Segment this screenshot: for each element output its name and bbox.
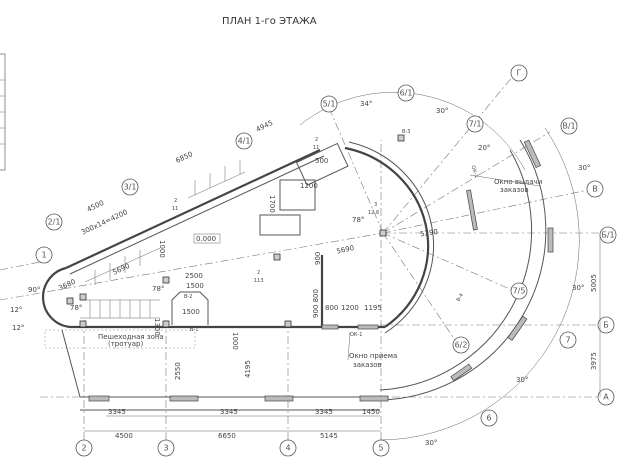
angle: 30° xyxy=(425,439,437,447)
dim: 5690 xyxy=(111,262,131,277)
dim: 2550 xyxy=(174,362,182,380)
angle: 34° xyxy=(360,100,372,108)
ok1-mark: ОК-1 xyxy=(469,165,479,179)
axis-2: 2 xyxy=(81,444,86,453)
dim: 6850 xyxy=(174,150,194,165)
dimension-labels: 4945 6850 4500 300x14=4200 3680 5690 250… xyxy=(57,119,598,440)
section-mark: 2 xyxy=(315,137,318,143)
pedestrian-zone-sublabel: (тротуар) xyxy=(108,340,143,348)
dim: 3345 xyxy=(108,408,126,416)
dim: 3345 xyxy=(315,408,333,416)
dim: 2500 xyxy=(185,272,203,280)
annotations: Пешеходная зона (тротуар) Окно выдачи за… xyxy=(44,129,542,369)
angle: 20° xyxy=(478,144,490,152)
windows xyxy=(88,139,554,402)
axis-b-1: Б/1 xyxy=(601,231,614,240)
axis-4: 4 xyxy=(285,444,290,453)
drawing-title: ПЛАН 1-го ЭТАЖА xyxy=(222,16,317,27)
angle: 30° xyxy=(578,164,590,172)
dim: 1200 xyxy=(341,304,359,312)
dim: 1450 xyxy=(362,408,380,416)
dim: 4195 xyxy=(244,360,252,378)
dim: 1200 xyxy=(300,182,318,190)
dim: 5145 xyxy=(320,432,338,440)
columns xyxy=(66,134,405,328)
dim: 5005 xyxy=(590,274,598,292)
table-fragment xyxy=(0,53,6,171)
axis-v: В xyxy=(592,185,598,194)
dim: 4500 xyxy=(86,199,106,214)
door-v1: В-1 xyxy=(190,327,198,333)
section-mark: 2 xyxy=(257,270,260,276)
axis-1: 1 xyxy=(41,251,46,260)
section-mark: 11 xyxy=(313,145,319,151)
axis-g: Г xyxy=(517,69,522,78)
axis-a: А xyxy=(603,393,609,402)
pickup-window-sublabel: заказов xyxy=(500,186,529,194)
door-v3: В-3 xyxy=(402,129,410,135)
dim: 1000 xyxy=(231,332,239,350)
dim: 1500 xyxy=(182,308,200,316)
dim: 1300 xyxy=(153,318,161,336)
stairs xyxy=(80,160,246,319)
building-walls xyxy=(41,141,434,411)
angle-labels: 34° 30° 20° 30° 30° 30° 30° 78° 78° 78° … xyxy=(10,100,590,447)
angle: 90° xyxy=(28,286,40,294)
dim: 1700 xyxy=(268,195,276,213)
angle: 30° xyxy=(572,284,584,292)
axis-markers: 1 2/1 3/1 4/1 5/1 6/1 7/1 В/1 Г В Б/1 7/… xyxy=(35,64,617,457)
axis-b: Б xyxy=(603,321,609,330)
dim: 1500 xyxy=(186,282,204,290)
axis-7-1: 7/1 xyxy=(469,120,482,129)
section-mark: 12.6 xyxy=(368,210,379,216)
axis-3-1: 3/1 xyxy=(124,183,137,192)
angle: 78° xyxy=(152,285,164,293)
dim: 900 xyxy=(314,252,322,265)
dim: 500 xyxy=(315,157,328,165)
axis-6: 6 xyxy=(486,414,491,423)
dim: 5290 xyxy=(420,228,439,238)
pickup-window-label: Окно выдачи xyxy=(494,178,542,186)
door-v4: В-4 xyxy=(456,292,465,302)
bottom-dimension-lines xyxy=(84,235,601,432)
ok1-mark: ОК-1 xyxy=(350,332,362,338)
section-mark: 113 xyxy=(254,278,264,284)
dim: 4945 xyxy=(255,119,275,134)
order-window-label: Окно приема xyxy=(349,352,397,360)
axis-2-1: 2/1 xyxy=(48,218,61,227)
dim: 3680 xyxy=(57,278,77,293)
order-window-sublabel: заказов xyxy=(353,361,382,369)
axis-6-2: 6/2 xyxy=(455,341,468,350)
axis-4-1: 4/1 xyxy=(238,137,251,146)
dim: 3345 xyxy=(220,408,238,416)
dim: 4500 xyxy=(115,432,133,440)
dim: 1000 xyxy=(158,240,166,258)
axis-5: 5 xyxy=(378,444,383,453)
angle: 78° xyxy=(352,216,364,224)
dim: 800 xyxy=(325,304,338,312)
axis-5-1: 5/1 xyxy=(323,100,336,109)
dim: 1195 xyxy=(364,304,382,312)
section-mark: 11 xyxy=(172,206,178,212)
dim: 3975 xyxy=(590,352,598,370)
section-mark: 2 xyxy=(174,198,177,204)
dimension-arcs xyxy=(299,92,580,441)
dim: 5690 xyxy=(336,244,355,256)
angle: 78° xyxy=(70,304,82,312)
axis-3: 3 xyxy=(163,444,168,453)
section-mark: 3 xyxy=(374,202,377,208)
pedestrian-zone-label: Пешеходная зона xyxy=(98,333,164,341)
angle: 12° xyxy=(12,324,24,332)
angle: 30° xyxy=(436,107,448,115)
angle: 12° xyxy=(10,306,22,314)
dim: 900 800 xyxy=(312,289,320,318)
axis-6-1: 6/1 xyxy=(400,89,413,98)
level-mark: 0.000 xyxy=(196,235,216,243)
dim: 6650 xyxy=(218,432,236,440)
axis-7: 7 xyxy=(565,336,570,345)
angle: 30° xyxy=(516,376,528,384)
axis-7-5: 7/5 xyxy=(513,287,526,296)
door-v2: В-2 xyxy=(184,294,192,300)
axis-v-1: В/1 xyxy=(562,122,575,131)
